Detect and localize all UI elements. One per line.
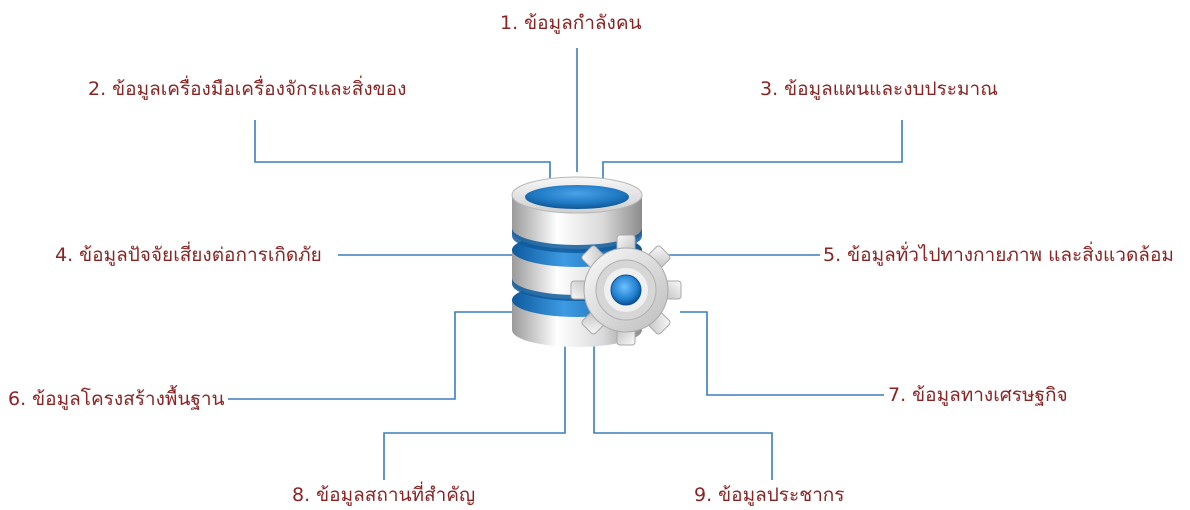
item-label-4: 4. ข้อมูลปัจจัยเสี่ยงต่อการเกิดภัย xyxy=(55,244,322,266)
item-label-6: 6. ข้อมูลโครงสร้างพื้นฐาน xyxy=(8,388,225,410)
item-label-1: 1. ข้อมูลกำลังคน xyxy=(500,12,642,34)
item-label-7: 7. ข้อมูลทางเศรษฐกิจ xyxy=(888,384,1068,406)
item-label-2: 2. ข้อมูลเครื่องมือเครื่องจักรและสิ่งของ xyxy=(88,78,407,100)
connector-3 xyxy=(602,120,903,178)
connector-8 xyxy=(383,340,566,480)
item-label-5: 5. ข้อมูลทั่วไปทางกายภาพ และสิ่งแวดล้อม xyxy=(823,244,1174,266)
item-label-8: 8. ข้อมูลสถานที่สำคัญ xyxy=(292,484,476,506)
item-label-9: 9. ข้อมูลประชากร xyxy=(694,484,845,506)
connector-lines xyxy=(228,48,903,480)
connector-6 xyxy=(228,311,512,400)
item-label-3: 3. ข้อมูลแผนและงบประมาณ xyxy=(760,78,998,100)
gear-icon xyxy=(570,234,682,346)
connector-7 xyxy=(680,311,884,396)
connector-9 xyxy=(593,340,773,480)
connector-2 xyxy=(254,120,551,178)
